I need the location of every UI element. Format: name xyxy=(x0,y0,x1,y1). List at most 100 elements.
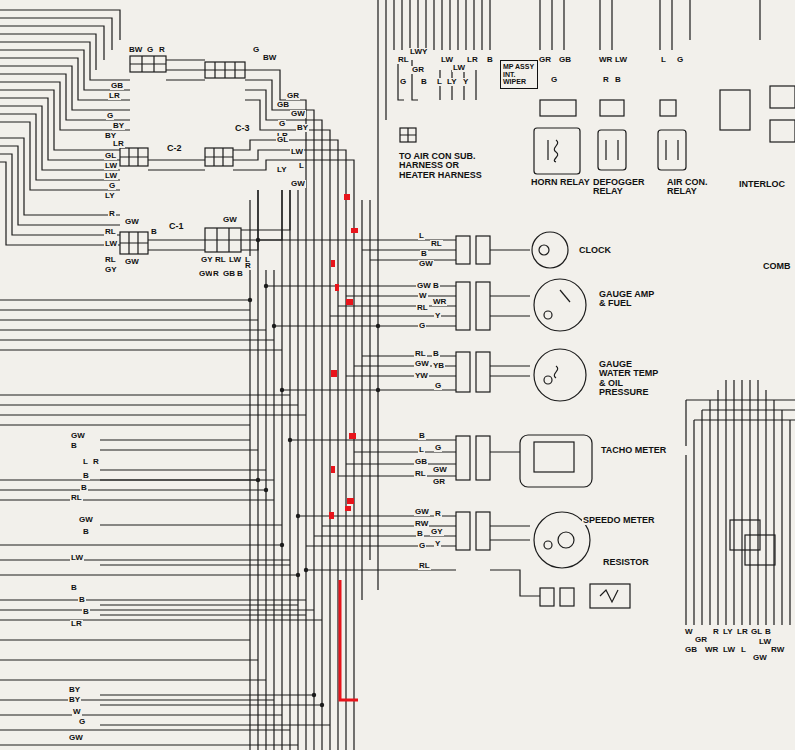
component-label: C-2 xyxy=(166,144,183,153)
wire-code: R xyxy=(108,210,116,218)
wire-code: L xyxy=(418,446,425,454)
wire-code: G xyxy=(418,542,426,550)
wire-code: GL xyxy=(750,628,763,636)
wire-code: GW xyxy=(124,258,140,266)
wire-code: R xyxy=(712,628,720,636)
wire-code: RL xyxy=(104,228,117,236)
wire-code: W xyxy=(684,628,694,636)
wire-code: L xyxy=(82,458,89,466)
wire-code: L xyxy=(418,232,425,240)
wire-code: LW xyxy=(104,172,118,180)
wire-code: G xyxy=(434,444,442,452)
wire-code: BY xyxy=(68,686,81,694)
wire-code: B xyxy=(420,250,428,258)
wire-code: B xyxy=(416,530,424,538)
wire-code: BW xyxy=(128,46,143,54)
wire-code: LW xyxy=(722,646,736,654)
wire-code: Y xyxy=(434,312,441,320)
wire-code: LR xyxy=(70,620,83,628)
wire-code: R xyxy=(244,262,252,270)
wire-code: B xyxy=(764,628,772,636)
component-label: DEFOGGER RELAY xyxy=(592,178,640,197)
wire-code: WR xyxy=(432,298,447,306)
wire-code: B xyxy=(82,472,90,480)
wire-code: GW xyxy=(290,110,306,118)
wire-code: LW xyxy=(228,256,242,264)
wire-code: GB xyxy=(684,646,698,654)
wire-code: B xyxy=(80,484,88,492)
wire-code: G xyxy=(399,78,407,86)
wire-code: LW xyxy=(614,56,628,64)
wire-code: GR xyxy=(411,66,425,74)
wire-code: B xyxy=(236,270,244,278)
component-label: TO AIR CON SUB. HARNESS OR HEATER HARNES… xyxy=(398,152,492,180)
wire-code: LR xyxy=(466,56,479,64)
wire-code: R xyxy=(158,46,166,54)
component-label: INTERLOC xyxy=(738,180,786,189)
component-label: C-1 xyxy=(168,222,185,231)
component-label: SPEEDO METER xyxy=(582,516,674,525)
wire-code: G xyxy=(676,56,684,64)
wire-code: GW xyxy=(416,282,432,290)
component-label: TACHO METER xyxy=(600,446,692,455)
wire-code: LR xyxy=(108,92,121,100)
wire-code: L xyxy=(298,162,305,170)
component-label: CLOCK xyxy=(578,246,612,255)
wire-code: G xyxy=(106,112,114,120)
wire-code: R xyxy=(602,76,610,84)
wire-code: R xyxy=(212,270,220,278)
wire-code: G xyxy=(418,322,426,330)
wire-code: B xyxy=(70,442,78,450)
wire-code: B xyxy=(432,282,440,290)
wiper-module-box: MP ASSY INT. WIPER xyxy=(500,60,538,89)
wire-code: B xyxy=(418,432,426,440)
wire-code: LY xyxy=(104,192,116,200)
wire-code: BW xyxy=(262,54,277,62)
wire-code: GR xyxy=(432,478,446,486)
wire-code: GR xyxy=(286,92,300,100)
wire-code: GY xyxy=(430,528,444,536)
wire-code: GL xyxy=(104,152,117,160)
wire-code: LW xyxy=(104,240,118,248)
wire-code: G xyxy=(434,382,442,390)
wire-code: B xyxy=(82,608,90,616)
component-label: GAUGE WATER TEMP & OIL PRESSURE xyxy=(598,360,666,398)
wire-code: GR xyxy=(538,56,552,64)
wire-code: BY xyxy=(112,122,125,130)
wire-code: LW xyxy=(70,554,84,562)
wire-code: GB xyxy=(414,458,428,466)
wire-code: LR xyxy=(736,628,749,636)
wire-code: YW xyxy=(414,372,429,380)
wire-code: B xyxy=(486,56,494,64)
wire-code: Y xyxy=(434,540,441,548)
wire-code: LY xyxy=(276,166,288,174)
wire-code: GW xyxy=(418,260,434,268)
wire-code: G xyxy=(108,182,116,190)
component-label: AIR CON. RELAY xyxy=(666,178,712,197)
wire-code: B xyxy=(420,78,428,86)
wire-code: GW xyxy=(78,516,94,524)
wire-code: GL xyxy=(276,136,289,144)
wire-code: GW xyxy=(290,180,306,188)
wire-code: W xyxy=(72,708,82,716)
wire-code: WR xyxy=(704,646,719,654)
wire-code: B xyxy=(78,596,86,604)
wire-code: GB xyxy=(110,82,124,90)
wire-code: G xyxy=(146,46,154,54)
wire-code: RL xyxy=(418,562,431,570)
wire-code: RL xyxy=(414,470,427,478)
wire-code: B xyxy=(82,528,90,536)
wire-code: GY xyxy=(104,266,118,274)
wire-code: GW xyxy=(752,654,768,662)
wire-code: LW xyxy=(452,64,466,72)
wire-code: GW xyxy=(414,508,430,516)
wire-code: LW xyxy=(290,148,304,156)
wire-code: B xyxy=(614,76,622,84)
wire-code: BY xyxy=(296,124,309,132)
wire-code: L xyxy=(660,56,667,64)
component-label: GAUGE AMP & FUEL xyxy=(598,290,660,309)
wire-code: R xyxy=(92,458,100,466)
wire-code: R xyxy=(434,510,442,518)
wire-code: L xyxy=(740,646,747,654)
